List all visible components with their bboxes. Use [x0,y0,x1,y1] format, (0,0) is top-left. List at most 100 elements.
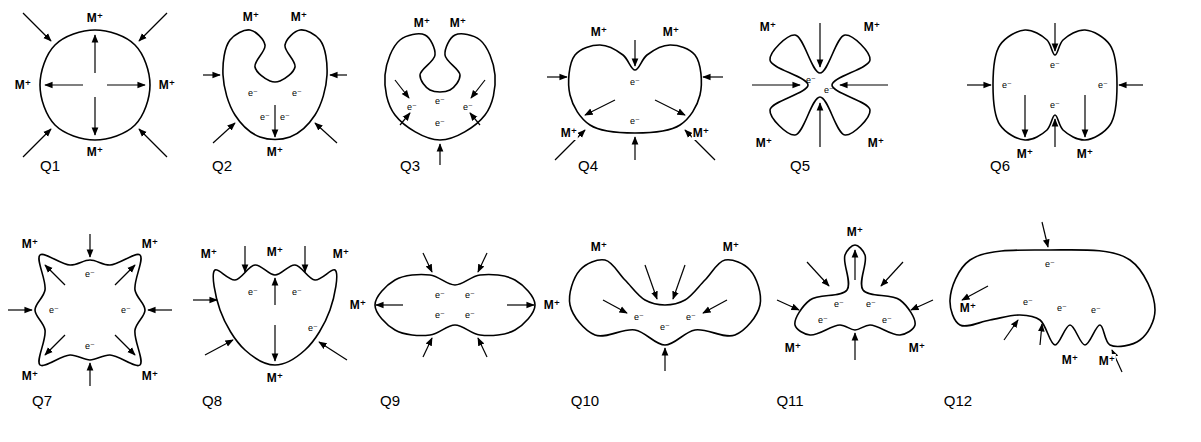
force-arrow [1042,222,1048,247]
force-arrow [244,246,245,272]
charge-outline [223,30,327,140]
force-arrow [777,300,799,310]
electron-label: e⁻ [464,290,476,300]
electron-label: e⁻ [629,116,641,126]
force-arrow [819,103,820,147]
electron-label: e⁻ [462,102,474,112]
force-arrow [274,105,275,137]
electron-label: e⁻ [464,310,476,320]
force-arrow [911,300,933,310]
force-arrow [94,35,95,73]
force-arrow [854,250,855,280]
electron-label: e⁻ [84,341,96,351]
force-arrow [115,335,135,355]
figure-caption: Q5 [789,157,811,174]
ion-label: M⁺ [21,369,39,383]
electron-label: e⁻ [629,77,641,87]
electron-label: e⁻ [48,305,60,315]
ion-label: M⁺ [692,126,710,140]
charge-outline [569,260,760,345]
figure-caption: Q12 [943,392,973,409]
electron-label: e⁻ [291,287,303,297]
force-arrow [645,265,657,299]
force-arrow [967,84,991,85]
force-arrow [439,144,440,165]
ion-label: M⁺ [21,237,39,251]
force-arrow [89,363,90,386]
figure-caption: Q10 [570,392,600,409]
electron-label: e⁻ [247,287,259,297]
electron-label: e⁻ [1022,297,1034,307]
ion-label: M⁺ [560,126,578,140]
force-arrow [45,84,83,85]
ion-label: M⁺ [759,20,777,34]
ion-label: M⁺ [14,78,32,92]
force-arrow [395,80,409,98]
force-arrow [203,74,220,75]
ion-label: M⁺ [863,20,881,34]
force-arrow [400,113,410,125]
force-arrow [45,265,65,285]
electron-label: e⁻ [1056,303,1068,313]
figure-caption: Q2 [211,157,233,174]
ion-label: M⁺ [722,240,740,254]
electron-label: e⁻ [633,312,645,322]
charge-outline [950,250,1155,347]
force-arrow [8,309,32,310]
force-arrow [840,84,888,85]
ion-label: M⁺ [784,341,802,355]
charge-outline [40,30,150,140]
ion-label: M⁺ [86,11,104,25]
electron-label: e⁻ [120,305,132,315]
ion-label: M⁺ [242,10,260,24]
electron-label: e⁻ [805,75,817,85]
force-arrow [585,100,615,115]
figure-caption: Q9 [379,392,401,409]
force-arrow [507,304,534,305]
ion-label: M⁺ [662,25,680,39]
force-arrow [213,123,235,143]
force-arrow [664,348,665,371]
force-arrow [1054,119,1055,147]
electron-label: e⁻ [84,269,96,279]
ion-label: M⁺ [158,78,176,92]
ion-label: M⁺ [959,301,977,315]
force-arrow [1024,95,1025,137]
electron-label: e⁻ [247,88,259,98]
force-arrow [881,262,903,286]
ion-label: M⁺ [266,145,284,159]
figure-caption: Q11 [775,392,804,409]
force-arrow [703,300,727,313]
electron-label: e⁻ [434,310,446,320]
force-arrow [139,13,167,41]
figure-caption: Q1 [39,157,61,174]
force-arrow [1040,324,1042,345]
force-arrow [205,340,233,355]
electron-label: e⁻ [1001,80,1013,90]
force-arrow [547,76,567,77]
force-arrow [376,304,403,305]
ion-label: M⁺ [413,16,431,30]
electron-label: e⁻ [833,299,845,309]
force-arrow [1004,320,1018,340]
electron-label: e⁻ [1044,259,1056,269]
ion-label: M⁺ [449,16,467,30]
ion-label: M⁺ [1098,354,1116,368]
force-arrow [94,97,95,135]
ion-label: M⁺ [846,225,864,239]
ion-label: M⁺ [1076,147,1094,161]
electron-label: e⁻ [685,312,697,322]
ion-label: M⁺ [590,240,608,254]
force-arrow [478,253,487,272]
ion-label: M⁺ [349,298,367,312]
electron-label: e⁻ [1097,80,1109,90]
figure-caption: Q3 [399,157,421,174]
force-arrow [962,286,988,300]
force-arrow [148,309,172,310]
figure-caption: Q6 [989,157,1011,174]
electron-label: e⁻ [307,323,319,333]
electron-label: e⁻ [1049,100,1061,110]
force-arrow [423,338,432,357]
charge-outline [385,34,495,140]
